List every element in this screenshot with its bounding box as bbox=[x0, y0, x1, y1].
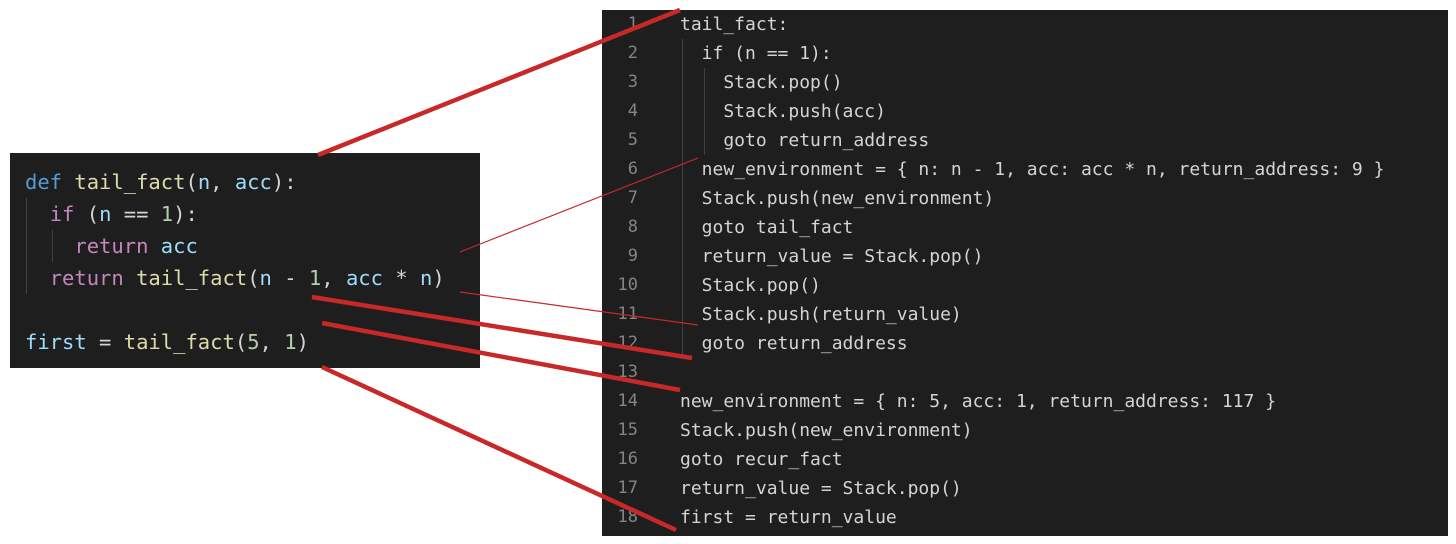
source-line: return tail_fact(n - 1, acc * n) bbox=[25, 262, 445, 294]
code-token: acc bbox=[160, 234, 198, 258]
line-number: 11 bbox=[617, 304, 638, 324]
source-code-panel: def tail_fact(n, acc): if (n == 1): retu… bbox=[10, 153, 480, 368]
code-token: n bbox=[259, 266, 272, 290]
code-token: ): bbox=[173, 202, 198, 226]
compiled-line: goto tail_fact bbox=[680, 217, 854, 238]
source-line: def tail_fact(n, acc): bbox=[25, 166, 297, 198]
compiled-line: if (n == 1): bbox=[680, 43, 832, 64]
compiled-line: tail_fact: bbox=[680, 14, 789, 35]
compiled-line: Stack.push(return_value) bbox=[680, 304, 962, 325]
code-token: - bbox=[271, 266, 309, 290]
code-token: acc bbox=[234, 170, 272, 194]
source-line: if (n == 1): bbox=[25, 198, 198, 230]
code-token: n bbox=[197, 170, 211, 194]
compiled-line: Stack.push(new_environment) bbox=[680, 420, 973, 441]
code-token: , bbox=[259, 330, 285, 354]
compiled-line: new_environment = { n: n - 1, acc: acc *… bbox=[680, 159, 1385, 180]
line-number: 5 bbox=[627, 130, 638, 150]
compiled-line: Stack.push(new_environment) bbox=[680, 188, 995, 209]
line-number: 6 bbox=[627, 159, 638, 179]
code-token bbox=[124, 266, 136, 290]
code-token: acc bbox=[345, 266, 383, 290]
code-token: ) bbox=[432, 266, 445, 290]
code-token: tail_fact bbox=[136, 266, 248, 290]
compiled-line: goto return_address bbox=[680, 130, 930, 151]
line-number: 8 bbox=[627, 217, 638, 237]
code-token: 1 bbox=[308, 266, 322, 290]
line-number: 16 bbox=[617, 449, 638, 469]
line-number: 18 bbox=[617, 507, 638, 527]
compiled-line: Stack.push(acc) bbox=[680, 101, 886, 122]
compiled-line: return_value = Stack.pop() bbox=[680, 478, 962, 499]
compiled-line: new_environment = { n: 5, acc: 1, return… bbox=[680, 391, 1277, 412]
code-token: ( bbox=[247, 266, 260, 290]
code-token: * bbox=[382, 266, 420, 290]
code-token: ( bbox=[74, 202, 100, 226]
compiled-line: Stack.pop() bbox=[680, 72, 843, 93]
line-number: 14 bbox=[617, 391, 638, 411]
code-token: ): bbox=[271, 170, 297, 194]
code-token: return bbox=[49, 266, 124, 290]
code-token: first bbox=[25, 330, 87, 354]
code-token bbox=[25, 266, 50, 290]
code-token: ) bbox=[296, 330, 309, 354]
code-token: , bbox=[321, 266, 346, 290]
line-number: 1 bbox=[627, 14, 638, 34]
line-number: 17 bbox=[617, 478, 638, 498]
code-token: n bbox=[420, 266, 433, 290]
code-token: tail_fact bbox=[123, 330, 235, 354]
code-token: return bbox=[74, 234, 149, 258]
code-token: n bbox=[99, 202, 112, 226]
compiled-line: goto recur_fact bbox=[680, 449, 843, 470]
indent-guide bbox=[682, 39, 683, 358]
indent-guide bbox=[26, 198, 27, 294]
line-number: 15 bbox=[617, 420, 638, 440]
code-token: 1 bbox=[284, 330, 297, 354]
line-number: 13 bbox=[617, 362, 638, 382]
source-line: first = tail_fact(5, 1) bbox=[25, 326, 309, 358]
code-token: , bbox=[210, 170, 235, 194]
code-token bbox=[62, 170, 74, 194]
code-token bbox=[25, 234, 74, 258]
line-number: 4 bbox=[627, 101, 638, 121]
line-number: 10 bbox=[617, 275, 638, 295]
line-number: 12 bbox=[617, 333, 638, 353]
code-token: ( bbox=[185, 170, 198, 194]
line-number: 9 bbox=[627, 246, 638, 266]
code-token bbox=[148, 234, 160, 258]
code-token: def bbox=[25, 170, 63, 194]
compiled-line: first = return_value bbox=[680, 507, 897, 528]
code-token: 5 bbox=[247, 330, 260, 354]
code-token: tail_fact bbox=[74, 170, 186, 194]
compiled-line: Stack.pop() bbox=[680, 275, 821, 296]
indent-guide bbox=[704, 68, 705, 155]
code-token bbox=[25, 202, 50, 226]
code-token: if bbox=[49, 202, 75, 226]
code-token: = bbox=[86, 330, 124, 354]
source-line: return acc bbox=[25, 230, 198, 262]
line-number: 3 bbox=[627, 72, 638, 92]
code-token: 1 bbox=[160, 202, 174, 226]
line-number: 7 bbox=[627, 188, 638, 208]
compiled-line: goto return_address bbox=[680, 333, 908, 354]
indent-guide bbox=[52, 230, 53, 262]
compiled-line: return_value = Stack.pop() bbox=[680, 246, 984, 267]
code-token: == bbox=[111, 202, 161, 226]
code-token: ( bbox=[234, 330, 248, 354]
line-number: 2 bbox=[627, 43, 638, 63]
